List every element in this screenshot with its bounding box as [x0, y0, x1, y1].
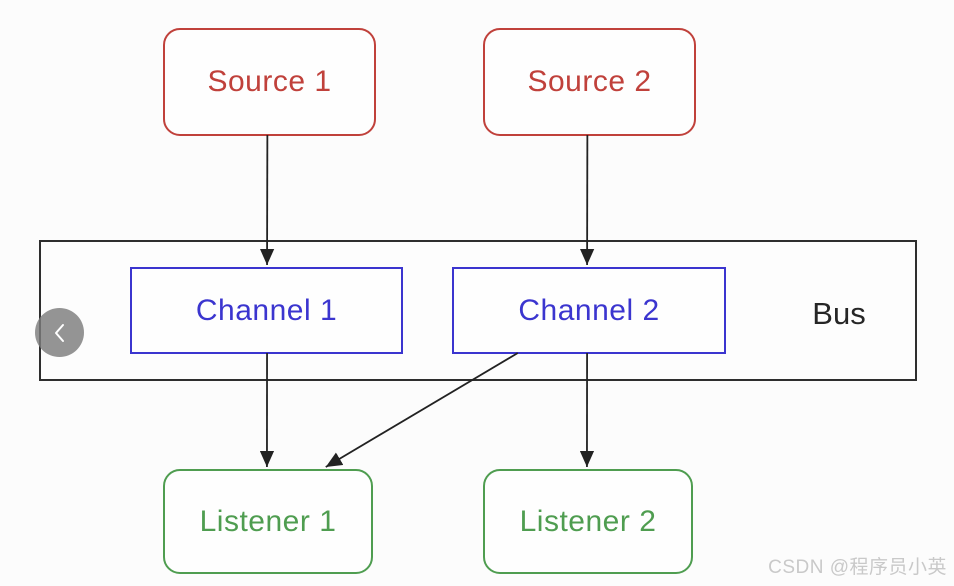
node-source-2: Source 2: [483, 28, 696, 136]
node-listener-1: Listener 1: [163, 469, 373, 574]
node-label: Channel 1: [195, 293, 338, 327]
bus-label: Bus: [812, 296, 866, 331]
watermark: CSDN @程序员小英: [768, 557, 947, 578]
carousel-prev-button[interactable]: [35, 308, 84, 357]
node-label: Listener 1: [199, 504, 337, 538]
node-label: Source 2: [527, 65, 652, 98]
chevron-left-icon: [54, 323, 64, 342]
node-source-1: Source 1: [163, 28, 376, 136]
node-label: Listener 2: [519, 504, 657, 538]
node-label: Source 1: [207, 65, 332, 98]
node-label: Channel 2: [518, 293, 660, 327]
node-channel-1: Channel 1: [130, 267, 403, 354]
node-channel-2: Channel 2: [452, 267, 726, 354]
node-listener-2: Listener 2: [483, 469, 693, 574]
